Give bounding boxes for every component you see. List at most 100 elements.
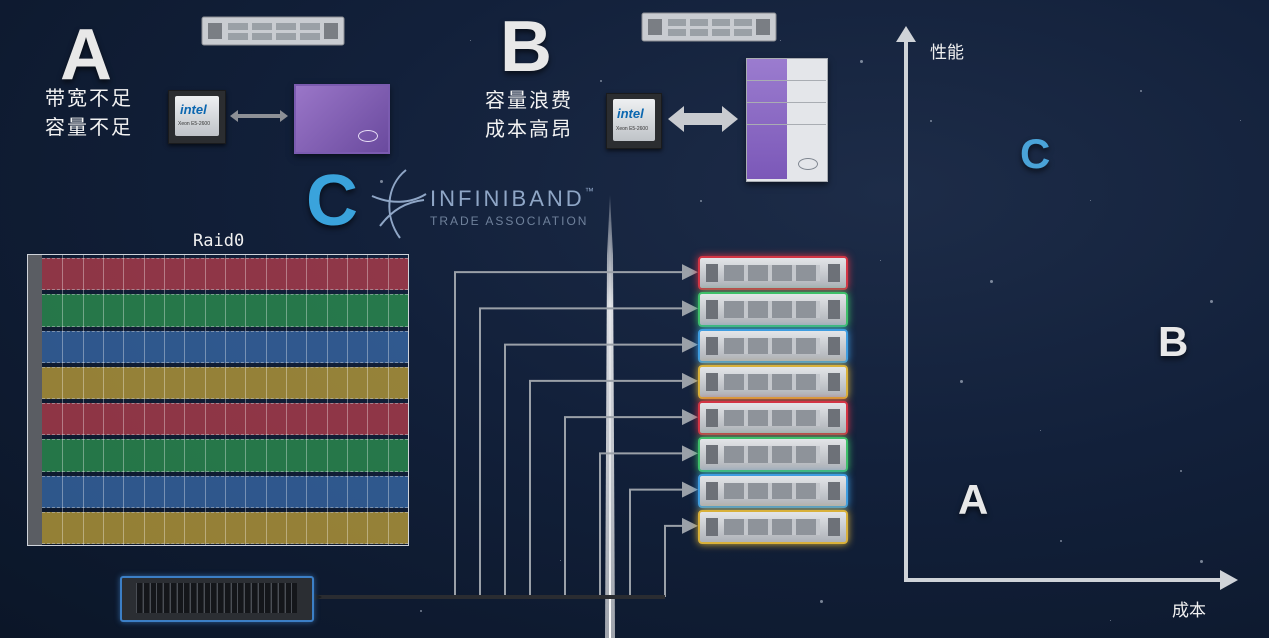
chip-model-a: Xeon E5-2600 [178, 121, 210, 127]
drive-bay [223, 583, 230, 613]
star [470, 40, 471, 41]
drive-bay [264, 583, 271, 613]
star [1060, 540, 1062, 542]
ssd-stack-b [746, 58, 828, 182]
raid-column-divider [265, 255, 267, 545]
star [1140, 90, 1142, 92]
drive-bay [217, 583, 223, 613]
drive-bay [237, 583, 244, 613]
star [420, 610, 422, 612]
star [880, 260, 881, 261]
quadrant-point-c: C [1020, 130, 1051, 177]
connection-line [564, 409, 698, 597]
drive-bay [136, 583, 142, 613]
ssd-drive-a [294, 84, 390, 154]
jbod-bays [136, 583, 298, 613]
drive-bay [271, 583, 277, 613]
raid-columns [42, 255, 408, 545]
star [560, 560, 561, 561]
star [1090, 200, 1091, 201]
quadrant-point-b: B [1158, 318, 1189, 365]
raid-column-divider [164, 255, 165, 545]
infiniband-subtitle: TRADE ASSOCIATION [430, 214, 589, 228]
drive-bay [210, 583, 217, 613]
drive-bay [291, 583, 298, 613]
quadrant-point-a: A [958, 476, 989, 523]
star [1210, 300, 1213, 303]
star [1110, 620, 1111, 621]
raid-stripe [42, 366, 408, 399]
chip-brand-b: intel [617, 106, 644, 121]
option-b-letter: B [500, 7, 552, 87]
raid-column-divider [225, 255, 226, 545]
x-axis-label: 成本 [1172, 601, 1206, 621]
server-icon-b [641, 12, 777, 42]
connection-line [664, 517, 698, 597]
raid-column-divider [326, 255, 328, 545]
option-b-description: 容量浪费 成本高昂 [485, 86, 573, 144]
star [380, 180, 383, 183]
server-node [698, 292, 848, 327]
connection-lines [300, 264, 698, 605]
drive-bay [196, 583, 203, 613]
server-stack [698, 254, 848, 544]
option-a-letter: A [60, 15, 112, 95]
star [700, 200, 702, 202]
star [780, 40, 781, 41]
server-node [698, 437, 848, 472]
raid-column-divider [367, 255, 369, 545]
star [860, 60, 863, 63]
cpu-chip-b: intel Xeon E5-2600 [606, 93, 662, 149]
drive-bay [176, 583, 183, 613]
infiniband-logo-icon [371, 169, 427, 239]
raid-column-divider [245, 255, 247, 545]
connection-line [454, 264, 698, 597]
raid-left-bar [28, 255, 42, 545]
raid-column-divider [184, 255, 186, 545]
raid-stripe [42, 511, 408, 544]
raid-stripe [42, 294, 408, 327]
infiniband-logo-text: INFINIBAND™ [430, 186, 597, 212]
raid-stripe [42, 258, 408, 291]
star [1200, 560, 1203, 563]
star [820, 600, 823, 603]
infiniband-name: INFINIBAND [430, 186, 585, 211]
drive-bay [230, 583, 237, 613]
raid-column-divider [143, 255, 145, 545]
infiniband-tm: ™ [584, 186, 597, 196]
raid-column-divider [306, 255, 308, 545]
star [990, 280, 993, 283]
raid-stripe [42, 330, 408, 363]
server-node [698, 509, 848, 544]
drive-bay [277, 583, 284, 613]
drive-bay [163, 583, 169, 613]
chip-brand-a: intel [180, 102, 207, 117]
raid-column-divider [347, 255, 348, 545]
raid-column-divider [123, 255, 125, 545]
drive-bay [244, 583, 250, 613]
star [1240, 120, 1241, 121]
star [1180, 470, 1182, 472]
option-b-line-1: 容量浪费 [485, 88, 573, 112]
raid-column-divider [204, 255, 206, 545]
raid-stripes [42, 255, 408, 545]
option-c-letter: C [306, 161, 358, 241]
chip-model-b: Xeon E5-2600 [616, 126, 648, 132]
raid-array [27, 254, 409, 546]
raid-title: Raid0 [193, 231, 245, 251]
quadrant-axes [896, 26, 1238, 590]
drive-bay [183, 583, 190, 613]
server-node [698, 473, 848, 508]
raid-column-divider [103, 255, 104, 545]
connection-line [599, 445, 698, 597]
drive-bay [169, 583, 176, 613]
raid-column-divider [82, 255, 84, 545]
option-a-line-1: 带宽不足 [45, 86, 133, 110]
drive-bay [190, 583, 196, 613]
drive-bay [257, 583, 264, 613]
server-node [698, 256, 848, 291]
option-a-description: 带宽不足 容量不足 [45, 84, 133, 142]
drive-bay [250, 583, 257, 613]
y-axis-label: 性能 [930, 43, 964, 63]
